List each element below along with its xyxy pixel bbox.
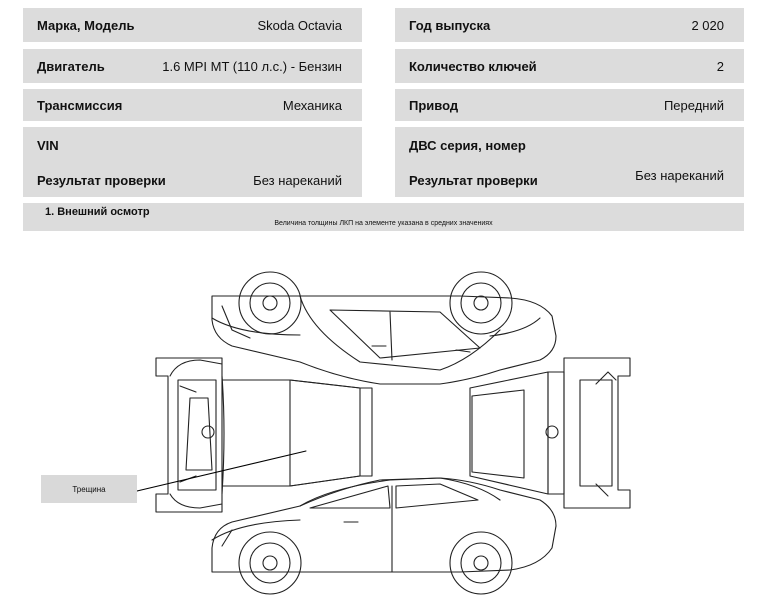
field-engine: Двигатель 1.6 MPI MT (110 л.с.) - Бензин xyxy=(23,49,362,83)
field-label: Привод xyxy=(409,98,459,113)
field-transmission: Трансмиссия Механика xyxy=(23,89,362,121)
field-value: 2 xyxy=(716,59,724,74)
vin-label: VIN xyxy=(37,138,59,153)
field-label: Марка, Модель xyxy=(37,18,135,33)
field-value: Передний xyxy=(663,98,724,113)
field-label: Год выпуска xyxy=(409,18,491,33)
section-title: 1. Внешний осмотр xyxy=(45,206,150,218)
field-value: Skoda Octavia xyxy=(257,18,342,33)
result-label: Результат проверки xyxy=(409,173,538,188)
car-right-side-view xyxy=(211,477,557,595)
section-exterior: 1. Внешний осмотр Величина толщины ЛКП н… xyxy=(23,203,744,231)
field-value: 2 020 xyxy=(691,18,724,33)
result-value: Без нареканий xyxy=(635,168,724,183)
car-left-side-view xyxy=(211,271,557,385)
field-year: Год выпуска 2 020 xyxy=(395,8,744,42)
field-vin-result: VIN Результат проверки Без нареканий xyxy=(23,127,362,197)
engine-serial-label: ДВС серия, номер xyxy=(409,138,526,153)
field-drive: Привод Передний xyxy=(395,89,744,121)
field-value: 1.6 MPI MT (110 л.с.) - Бензин xyxy=(162,59,342,74)
field-keys: Количество ключей 2 xyxy=(395,49,744,83)
field-engine-serial-result: ДВС серия, номер Результат проверки Без … xyxy=(395,127,744,197)
field-label: Количество ключей xyxy=(409,59,537,74)
field-label: Двигатель xyxy=(37,59,105,74)
damage-pointer-line xyxy=(136,450,307,492)
field-make-model: Марка, Модель Skoda Octavia xyxy=(23,8,362,42)
car-front-view xyxy=(155,357,225,513)
car-rear-view xyxy=(469,357,631,509)
result-label: Результат проверки xyxy=(37,173,166,188)
field-value: Механика xyxy=(282,98,342,113)
result-value: Без нареканий xyxy=(253,173,342,188)
field-label: Трансмиссия xyxy=(37,98,123,113)
damage-note: Трещина xyxy=(41,475,137,503)
section-note: Величина толщины ЛКП на элементе указана… xyxy=(274,220,493,227)
car-top-view xyxy=(221,379,373,487)
